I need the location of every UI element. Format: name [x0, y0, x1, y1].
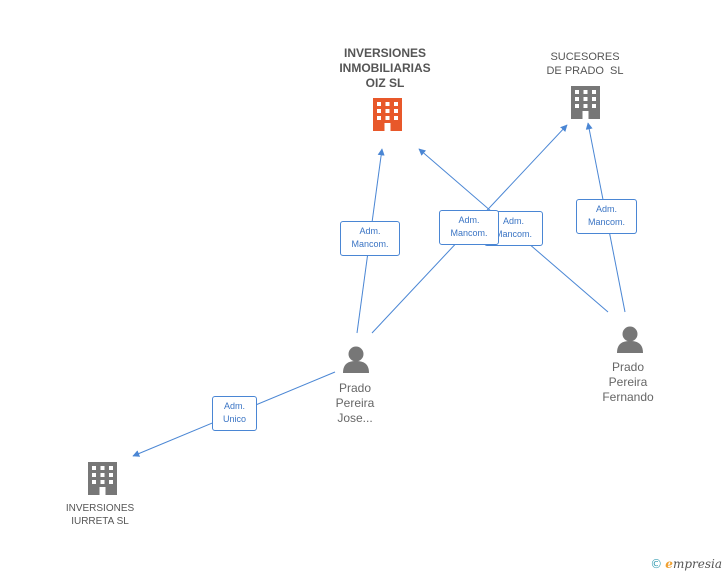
label-line: Prado: [611, 360, 645, 374]
label-line: Jose...: [337, 411, 373, 425]
label-line: INVERSIONES: [65, 503, 135, 514]
edge-label-line: Unico: [222, 414, 246, 424]
label-line: INMOBILIARIAS: [339, 61, 431, 75]
edge-label-line: Mancom.: [450, 228, 488, 238]
label-line: Pereira: [608, 375, 648, 389]
edge-label-line: Mancom.: [587, 217, 625, 227]
copyright-symbol: ©: [650, 557, 663, 571]
edge-label-line: Adm.: [595, 204, 617, 214]
edge-label-fernando-sucesores[interactable]: Adm. Mancom.: [576, 199, 637, 234]
edge-label-line: Adm.: [359, 226, 381, 236]
label-line: Prado: [338, 381, 372, 395]
empresia-logo[interactable]: ©empresia: [650, 557, 722, 571]
edge-label-line: Adm.: [223, 401, 245, 411]
person-icon[interactable]: [617, 326, 643, 354]
node-label-inversiones-iurreta[interactable]: INVERSIONES IURRETA SL: [50, 502, 150, 528]
node-label-inversiones-inmobiliarias[interactable]: INVERSIONES INMOBILIARIAS OIZ SL: [325, 46, 445, 91]
edge-label-line: Mancom.: [494, 229, 532, 239]
label-line: IURRETA SL: [71, 516, 129, 527]
label-line: INVERSIONES: [343, 46, 427, 60]
node-label-prado-fernando[interactable]: Prado Pereira Fernando: [588, 360, 668, 405]
node-label-sucesores[interactable]: SUCESORES DE PRADO SL: [530, 50, 640, 78]
label-line: Fernando: [602, 390, 654, 404]
edge-label-jose-iurreta[interactable]: Adm. Unico: [212, 396, 257, 431]
brand-name: mpresia: [672, 557, 722, 571]
edge-label-line: Adm.: [502, 216, 524, 226]
person-icon[interactable]: [343, 346, 369, 374]
edge-label-jose-inmob[interactable]: Adm. Mancom.: [340, 221, 400, 256]
label-line: Pereira: [335, 396, 375, 410]
label-line: DE PRADO SL: [546, 65, 624, 77]
label-line: OIZ SL: [365, 76, 405, 90]
brand-initial: e: [665, 557, 673, 571]
building-icon[interactable]: [571, 86, 600, 119]
node-label-prado-jose[interactable]: Prado Pereira Jose...: [315, 381, 395, 426]
building-icon[interactable]: [88, 462, 117, 495]
label-line: SUCESORES: [550, 51, 620, 63]
building-icon[interactable]: [373, 98, 402, 131]
edge-label-line: Mancom.: [351, 239, 389, 249]
edge-label-line: Adm.: [458, 215, 480, 225]
edge-label-jose-sucesores[interactable]: Adm. Mancom.: [439, 210, 499, 245]
